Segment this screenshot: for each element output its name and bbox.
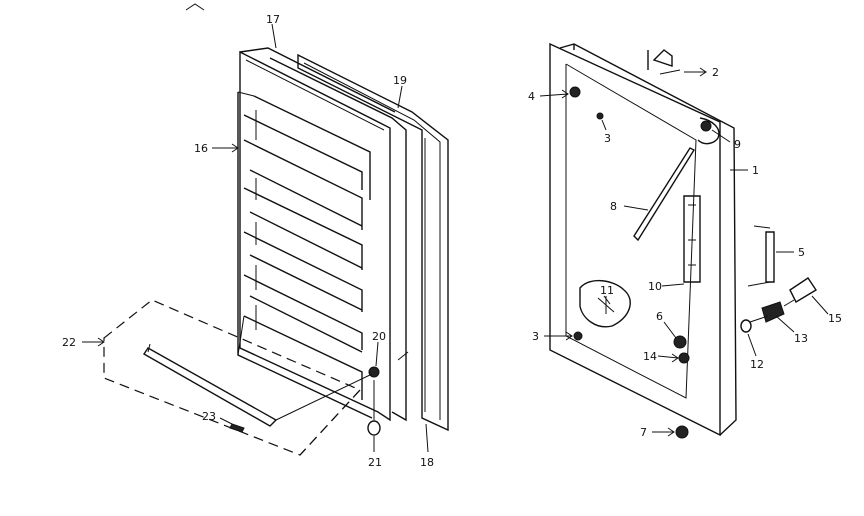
- shelf-bar-callout-box: [103, 299, 362, 456]
- callout-7: 7: [640, 426, 647, 439]
- callout-6: 6: [656, 310, 663, 323]
- callout-3-top: 3: [604, 132, 611, 145]
- callout-15: 15: [828, 312, 842, 325]
- callout-22: 22: [62, 336, 76, 349]
- callout-2: 2: [712, 66, 719, 79]
- callout-12: 12: [750, 358, 764, 371]
- callout-21: 21: [368, 456, 382, 469]
- callout-13: 13: [794, 332, 808, 345]
- callout-20: 20: [372, 330, 386, 343]
- leader-lines: [82, 23, 829, 453]
- callout-10: 10: [648, 280, 662, 293]
- callout-17: 17: [266, 13, 280, 26]
- callout-9: 9: [734, 138, 741, 151]
- callout-5: 5: [798, 246, 805, 259]
- callout-8: 8: [610, 200, 617, 213]
- callout-16: 16: [194, 142, 208, 155]
- screw-part-20: [368, 366, 380, 378]
- callout-1: 1: [752, 164, 759, 177]
- caret-mark: [185, 3, 205, 11]
- screw-part-4: [569, 86, 581, 98]
- door-liner-assembly: [237, 47, 449, 432]
- callout-3-bottom: 3: [532, 330, 539, 343]
- callout-19: 19: [393, 74, 407, 87]
- cap-part-21: [367, 420, 381, 436]
- outer-door-assembly: [549, 42, 817, 439]
- callout-14: 14: [643, 350, 657, 363]
- callout-18: 18: [420, 456, 434, 469]
- callout-11: 11: [600, 284, 614, 297]
- callout-23: 23: [202, 410, 216, 423]
- shelf-bar: [143, 343, 278, 433]
- callout-4: 4: [528, 90, 535, 103]
